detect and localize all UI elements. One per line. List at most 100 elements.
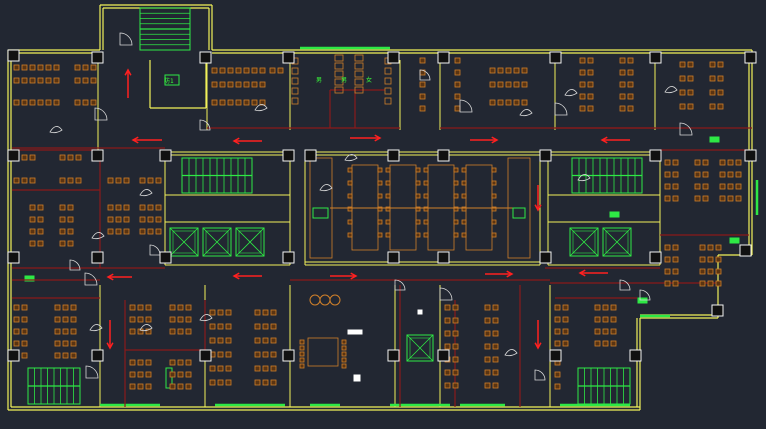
chair (423, 167, 429, 173)
chair (13, 64, 20, 71)
elevator-inner (238, 230, 262, 254)
column-icon (387, 251, 400, 264)
chair (627, 81, 634, 88)
column-icon (549, 349, 562, 362)
chair (377, 219, 383, 225)
chair (699, 256, 706, 263)
chair (67, 228, 74, 235)
chair (70, 316, 77, 323)
chair (562, 340, 569, 347)
chair (664, 171, 671, 178)
chair (715, 280, 722, 287)
chair (270, 351, 277, 358)
chair (452, 369, 459, 376)
chair (664, 159, 671, 166)
chair (29, 216, 36, 223)
chair (107, 177, 114, 184)
chair (679, 103, 686, 110)
chair (254, 337, 261, 344)
toilet (354, 86, 364, 94)
chair (347, 167, 353, 173)
chair (489, 81, 496, 88)
chair (672, 244, 679, 251)
chair (727, 159, 734, 166)
chair (702, 171, 709, 178)
chair (21, 177, 28, 184)
chair (54, 316, 61, 323)
chair (461, 167, 467, 173)
door-swing-icon (84, 272, 98, 286)
chair (13, 177, 20, 184)
chair (139, 204, 146, 211)
column-icon (549, 51, 562, 64)
chair (169, 316, 176, 323)
chair (37, 64, 44, 71)
toilet (384, 77, 392, 85)
elevator-cross (202, 227, 232, 257)
chair (602, 304, 609, 311)
elevator-icon (602, 227, 632, 257)
chair (385, 193, 391, 199)
chair (13, 328, 20, 335)
plant-icon (664, 86, 678, 94)
green-panel (312, 207, 329, 219)
chair (262, 337, 269, 344)
chair (67, 204, 74, 211)
chair (579, 93, 586, 100)
chair (715, 244, 722, 251)
green-marker (709, 136, 720, 143)
chair (587, 57, 594, 64)
chair (59, 240, 66, 247)
chair (664, 244, 671, 251)
chair (227, 81, 234, 88)
chair (489, 67, 496, 74)
chair (347, 206, 353, 212)
chair (145, 328, 152, 335)
chair (37, 77, 44, 84)
column-icon (387, 51, 400, 64)
chair (29, 240, 36, 247)
chair (679, 61, 686, 68)
elevator-icon (569, 227, 599, 257)
chair (54, 340, 61, 347)
chair (82, 64, 89, 71)
chair (489, 99, 496, 106)
chair (444, 304, 451, 311)
white-marker (353, 374, 361, 382)
chair (452, 317, 459, 324)
plant-icon (199, 314, 213, 322)
chair (225, 351, 232, 358)
chair (147, 228, 154, 235)
chair (385, 206, 391, 212)
chair (492, 330, 499, 337)
green-panel (512, 207, 526, 219)
column-icon (282, 349, 295, 362)
chair (377, 193, 383, 199)
chair (259, 81, 266, 88)
chair (139, 228, 146, 235)
column-icon (7, 149, 20, 162)
chair (415, 206, 421, 212)
chair (177, 359, 184, 366)
elevator-inner (205, 230, 229, 254)
chair (219, 99, 226, 106)
chair (415, 219, 421, 225)
chair (664, 256, 671, 263)
chair (679, 75, 686, 82)
chair (299, 363, 305, 369)
column-icon (282, 149, 295, 162)
chair (579, 69, 586, 76)
chair (75, 177, 82, 184)
chair (59, 216, 66, 223)
chair (423, 206, 429, 212)
chair (37, 99, 44, 106)
chair (262, 365, 269, 372)
chair (147, 216, 154, 223)
chair (169, 371, 176, 378)
chair (177, 383, 184, 390)
chair (461, 193, 467, 199)
reception-desk (309, 157, 333, 259)
arrow-head (350, 272, 358, 280)
chair (225, 379, 232, 386)
door-swing-icon (554, 102, 568, 116)
